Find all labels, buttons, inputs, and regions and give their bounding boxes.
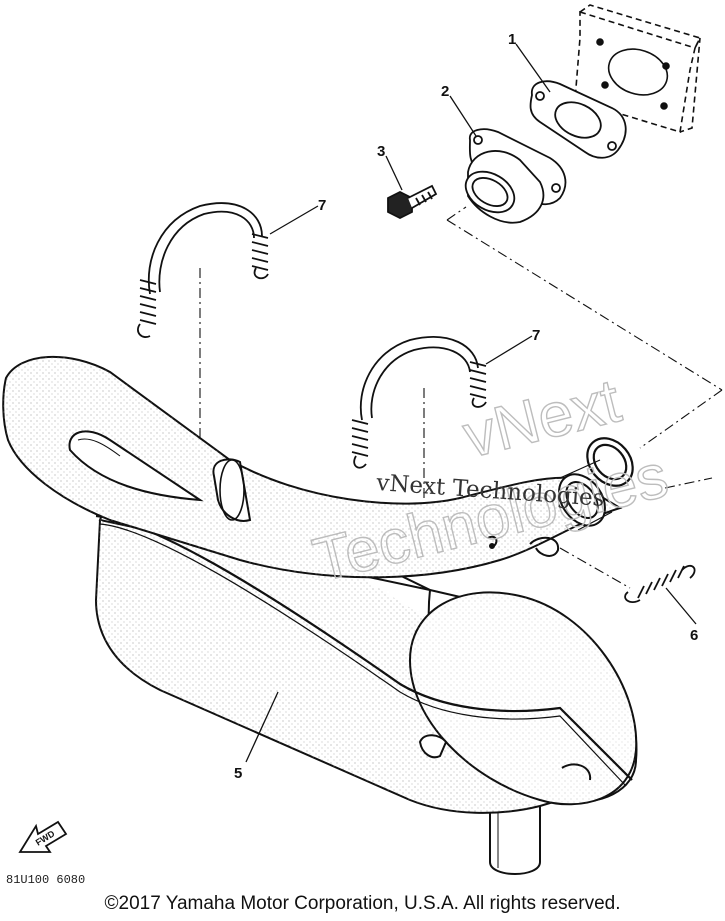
callout-part-2: 2 [441, 83, 449, 100]
gasket-part-1 [529, 80, 627, 159]
callout-numbers: 1 2 3 5 6 7 7 [234, 31, 698, 782]
spring-part-7-upper [137, 202, 269, 338]
copyright-notice: ©2017 Yamaha Motor Corporation, U.S.A. A… [104, 893, 621, 914]
pipe-outlet-ring [558, 459, 613, 531]
muffler-part-5 [94, 476, 638, 875]
fwd-arrow-icon: FWD [18, 820, 68, 853]
callout-part-5: 5 [234, 765, 242, 782]
o-ring-gasket [586, 437, 634, 487]
spring-part-7-lower [351, 336, 487, 469]
callout-part-1: 1 [508, 31, 516, 48]
spring-part-6 [624, 565, 696, 604]
exhaust-flange-part-2 [464, 128, 567, 224]
bolt-part-3 [387, 184, 438, 220]
callout-part-7-upper: 7 [318, 197, 326, 214]
diagram-code: 81U100 6080 [6, 873, 85, 887]
expansion-chamber-pipe [2, 356, 623, 579]
leader-lines [245, 43, 697, 763]
assembly-guide-lines [199, 206, 723, 589]
callout-part-3: 3 [377, 143, 385, 160]
callout-part-7-lower: 7 [532, 327, 540, 344]
engine-mount-block [574, 4, 702, 134]
callout-part-6: 6 [690, 627, 698, 644]
